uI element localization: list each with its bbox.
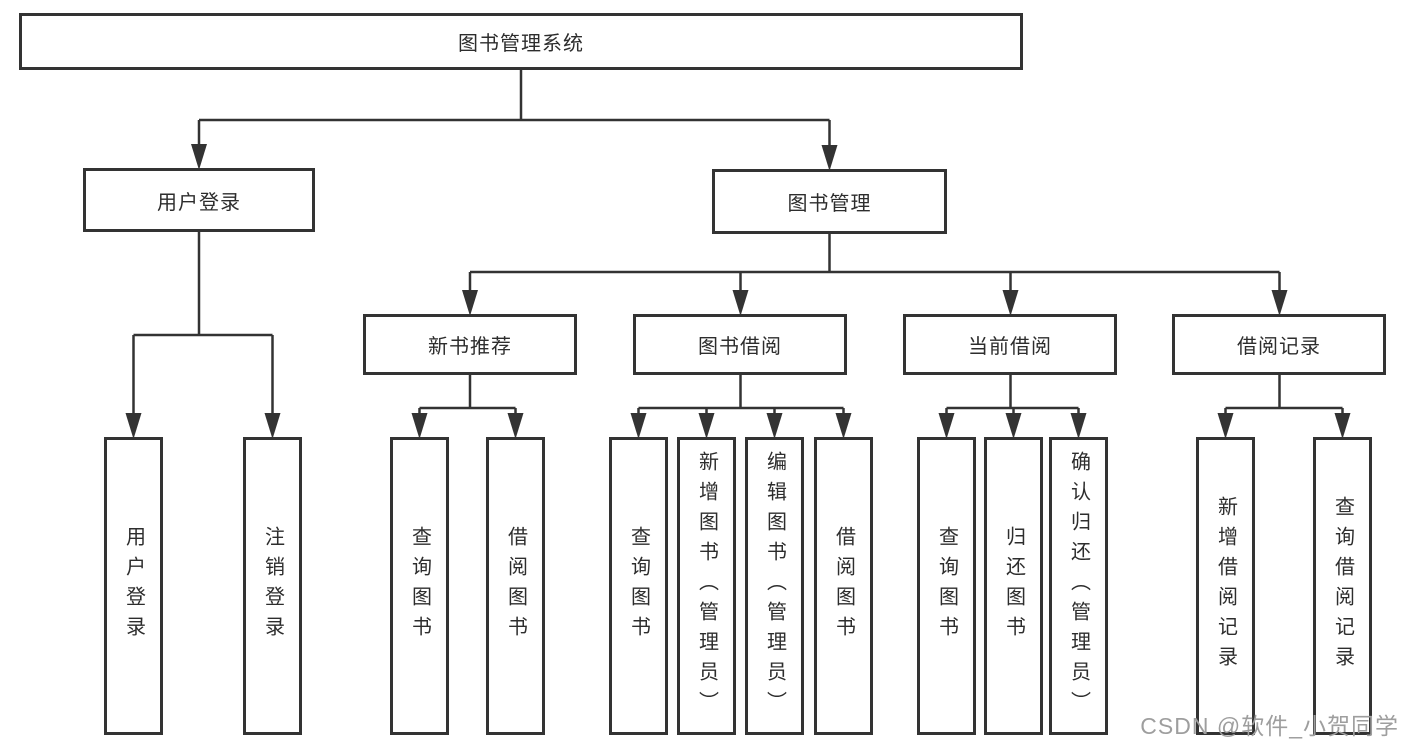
- leaf-confirm-return-admin: 确认归还（管理员）: [1049, 437, 1108, 735]
- leaf-return-book-label: 归还图书: [1002, 526, 1025, 646]
- node-borrowing-records-label: 借阅记录: [1237, 336, 1321, 358]
- node-book-borrowing: 图书借阅: [633, 314, 847, 375]
- node-book-management-label: 图书管理: [787, 193, 872, 215]
- leaf-add-borrow-record-label: 新增借阅记录: [1214, 496, 1237, 676]
- node-book-borrowing-label: 图书借阅: [698, 336, 782, 358]
- leaf-query-borrow-record-label: 查询借阅记录: [1331, 496, 1354, 676]
- leaf-add-borrow-record: 新增借阅记录: [1196, 437, 1255, 735]
- leaf-user-login-label: 用户登录: [122, 526, 145, 646]
- node-user-login-label: 用户登录: [157, 191, 241, 214]
- node-library-management-system-label: 图书管理系统: [458, 33, 584, 55]
- node-library-management-system: 图书管理系统: [19, 13, 1023, 70]
- leaf-edit-book-admin: 编辑图书（管理员）: [745, 437, 804, 735]
- leaf-logout-login-label: 注销登录: [261, 526, 284, 646]
- leaf-query-books-recommend: 查询图书: [390, 437, 449, 735]
- leaf-user-login: 用户登录: [104, 437, 163, 735]
- leaf-query-borrow-record: 查询借阅记录: [1313, 437, 1372, 735]
- node-current-borrowing-label: 当前借阅: [968, 336, 1052, 358]
- leaf-query-books-borrow-label: 查询图书: [627, 526, 650, 646]
- leaf-logout-login: 注销登录: [243, 437, 302, 735]
- node-current-borrowing: 当前借阅: [903, 314, 1117, 375]
- node-new-book-recommendation-label: 新书推荐: [428, 336, 512, 358]
- leaf-borrow-books: 借阅图书: [814, 437, 873, 735]
- leaf-query-books-recommend-label: 查询图书: [408, 526, 431, 646]
- leaf-confirm-return-admin-label: 确认归还（管理员）: [1067, 451, 1090, 721]
- node-book-management: 图书管理: [712, 169, 947, 234]
- leaf-add-book-admin-label: 新增图书（管理员）: [695, 451, 718, 721]
- leaf-query-books-current: 查询图书: [917, 437, 976, 735]
- leaf-return-book: 归还图书: [984, 437, 1043, 735]
- leaf-borrow-books-label: 借阅图书: [832, 526, 855, 646]
- node-user-login: 用户登录: [83, 168, 315, 232]
- leaf-query-books-borrow: 查询图书: [609, 437, 668, 735]
- leaf-query-books-current-label: 查询图书: [935, 526, 958, 646]
- leaf-borrow-books-recommend-label: 借阅图书: [504, 526, 527, 646]
- node-borrowing-records: 借阅记录: [1172, 314, 1386, 375]
- leaf-edit-book-admin-label: 编辑图书（管理员）: [763, 451, 786, 721]
- leaf-borrow-books-recommend: 借阅图书: [486, 437, 545, 735]
- watermark: CSDN @软件_小贺同学: [1140, 713, 1399, 739]
- arrowheads: [125, 144, 1351, 439]
- node-new-book-recommendation: 新书推荐: [363, 314, 577, 375]
- leaf-add-book-admin: 新增图书（管理员）: [677, 437, 736, 735]
